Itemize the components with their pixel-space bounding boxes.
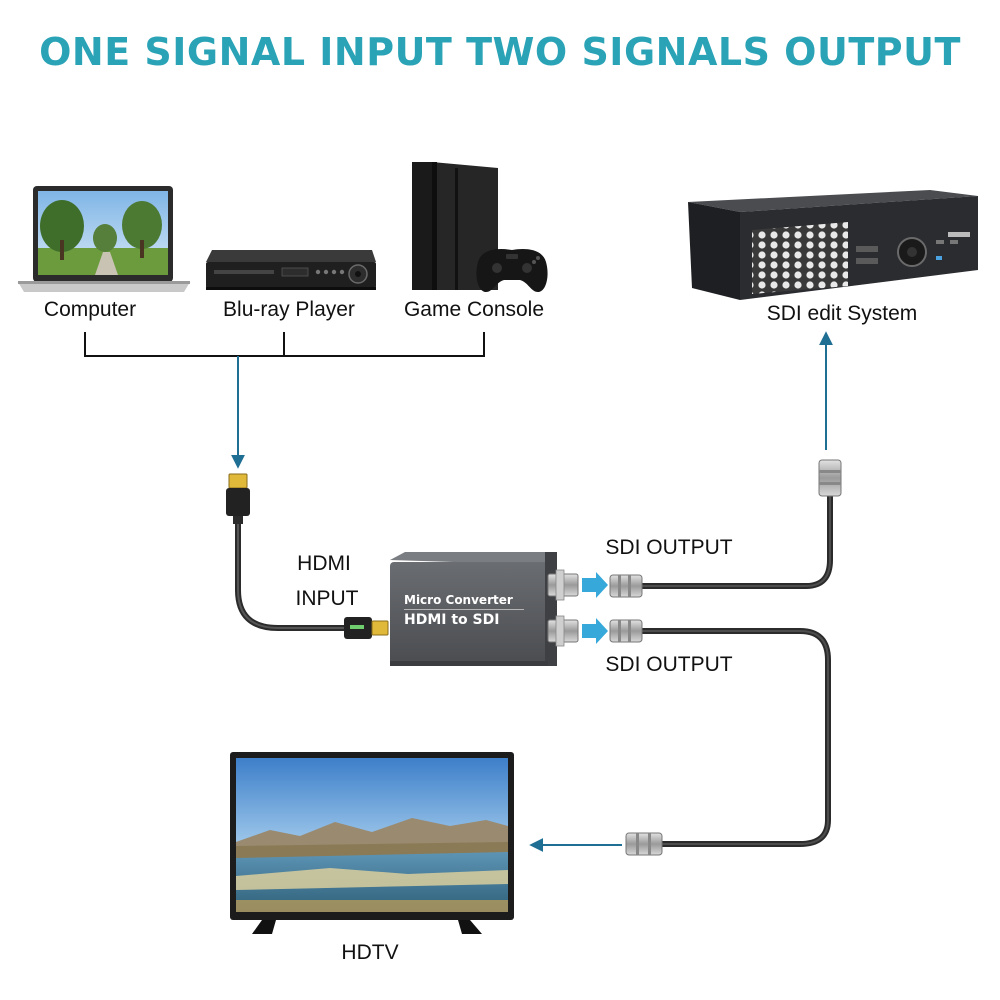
laptop-icon	[18, 186, 190, 292]
sdi-cable-bottom	[640, 628, 831, 847]
output-arrow-bottom-icon	[582, 618, 608, 644]
bnc-plug-vertical-icon	[818, 459, 842, 497]
sdi-cable-top	[640, 492, 833, 589]
hdmi-plug-side-icon	[344, 617, 389, 639]
hdtv-label: HDTV	[341, 941, 399, 964]
sdi-port-top-icon	[547, 569, 579, 601]
hdmi-cable	[235, 517, 351, 631]
sdi-port-bottom-icon	[547, 615, 579, 647]
sdi-output-label-top: SDI OUTPUT	[605, 536, 733, 559]
source-label-game-console: Game Console	[403, 298, 545, 321]
output-arrow-top-icon	[582, 572, 608, 598]
bnc-plug-bottom-icon	[609, 619, 643, 643]
sdi-system-label: SDI edit System	[766, 302, 918, 325]
sdi-output-label-bottom: SDI OUTPUT	[605, 653, 733, 676]
game-console-icon	[412, 162, 548, 292]
hdtv-icon	[230, 752, 514, 934]
converter-label-line2: HDMI to SDI	[404, 612, 499, 628]
converter-label-line1: Micro Converter	[404, 593, 513, 607]
source-label-computer: Computer	[43, 298, 137, 321]
hdmi-input-label-line1: HDMI	[297, 552, 351, 575]
sdi-edit-system-icon	[688, 190, 978, 300]
converter-box-icon: Micro Converter HDMI to SDI	[390, 552, 557, 666]
diagram-title: ONE SIGNAL INPUT TWO SIGNALS OUTPUT	[39, 30, 961, 74]
hdmi-plug-top-icon	[226, 473, 250, 524]
bluray-player-icon	[206, 250, 376, 290]
hdmi-input-label-line2: INPUT	[295, 587, 359, 610]
bnc-plug-top-icon	[609, 574, 643, 598]
source-bracket	[84, 332, 485, 357]
bnc-plug-tv-icon	[625, 832, 663, 856]
source-label-bluray: Blu-ray Player	[223, 298, 355, 321]
